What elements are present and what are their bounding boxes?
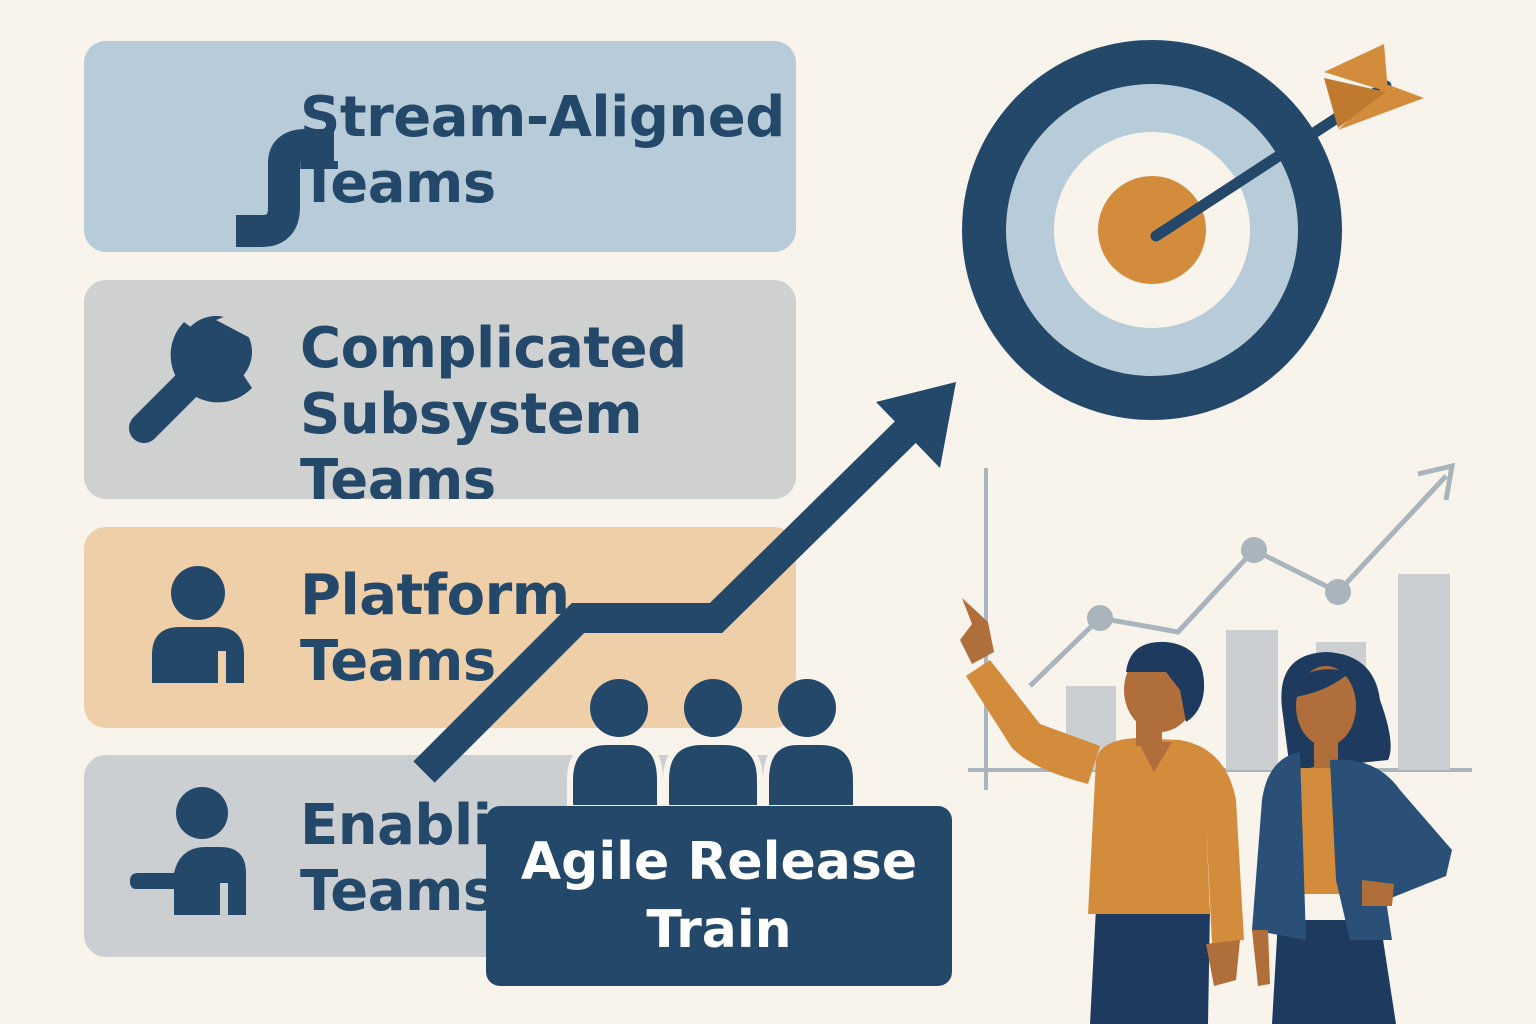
label-line: Stream-Aligned bbox=[300, 85, 785, 150]
label-line: Teams bbox=[300, 151, 496, 216]
train-label-line: Train bbox=[646, 900, 792, 960]
line-chart-icon bbox=[968, 462, 1472, 790]
team-label: Complicated Subsystem Teams bbox=[300, 316, 687, 499]
team-card-complicated-subsystem: Complicated Subsystem Teams bbox=[84, 280, 796, 499]
team-label: Platform Teams bbox=[300, 563, 570, 695]
team-label: Stream-Aligned Teams bbox=[300, 85, 785, 217]
woman-icon bbox=[1252, 652, 1452, 1024]
train-label-line: Agile Release bbox=[520, 832, 918, 892]
person-pointing-icon bbox=[130, 787, 246, 915]
label-line: Subsystem bbox=[300, 382, 643, 447]
team-card-stream-aligned: Stream-Aligned Teams bbox=[84, 41, 796, 252]
label-line: Teams bbox=[300, 448, 496, 499]
person-icon bbox=[152, 566, 244, 683]
target-icon bbox=[962, 40, 1342, 420]
wrench-icon bbox=[129, 308, 254, 443]
label-line: Teams bbox=[300, 859, 496, 924]
label-line: Complicated bbox=[300, 316, 687, 381]
label-line: Platform bbox=[300, 563, 570, 628]
label-line: Teams bbox=[300, 629, 496, 694]
s-curve-icon bbox=[236, 129, 334, 247]
team-card-platform: Platform Teams bbox=[84, 527, 796, 728]
man-pointing-icon bbox=[960, 598, 1244, 1024]
agile-release-train-label: Agile Release Train bbox=[486, 806, 952, 986]
arrow-icon bbox=[1150, 44, 1424, 242]
